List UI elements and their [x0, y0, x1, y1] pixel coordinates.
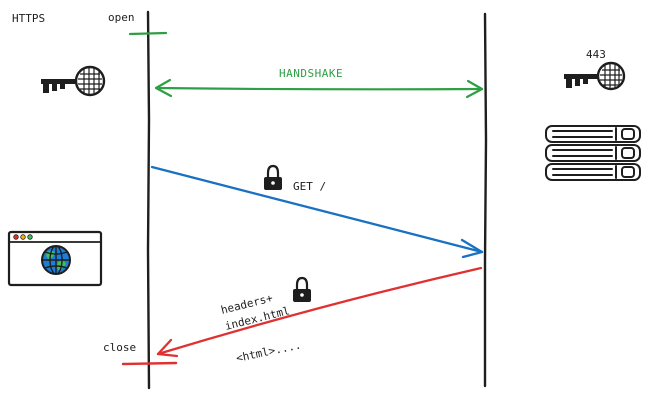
server-lifeline	[483, 12, 488, 388]
server-stack-icon	[545, 125, 641, 181]
get-label: GET /	[293, 180, 326, 193]
close-label: close	[103, 341, 136, 354]
port-label: 443	[586, 48, 606, 61]
diagram-title: HTTPS	[12, 12, 45, 25]
close-marker	[121, 361, 178, 366]
html-snippet-label: <html>....	[235, 338, 302, 364]
padlock-icon	[264, 164, 282, 190]
handshake-arrow	[154, 78, 484, 99]
padlock-icon	[293, 276, 311, 302]
browser-window-icon	[7, 230, 103, 287]
handshake-label: HANDSHAKE	[279, 67, 343, 80]
open-label: open	[108, 11, 135, 24]
globe-icon	[41, 245, 71, 275]
key-icon	[564, 61, 626, 91]
open-marker	[128, 31, 168, 36]
client-lifeline	[146, 10, 151, 390]
key-icon	[41, 65, 106, 97]
response-arrow	[156, 266, 483, 358]
get-request-arrow	[150, 165, 484, 259]
